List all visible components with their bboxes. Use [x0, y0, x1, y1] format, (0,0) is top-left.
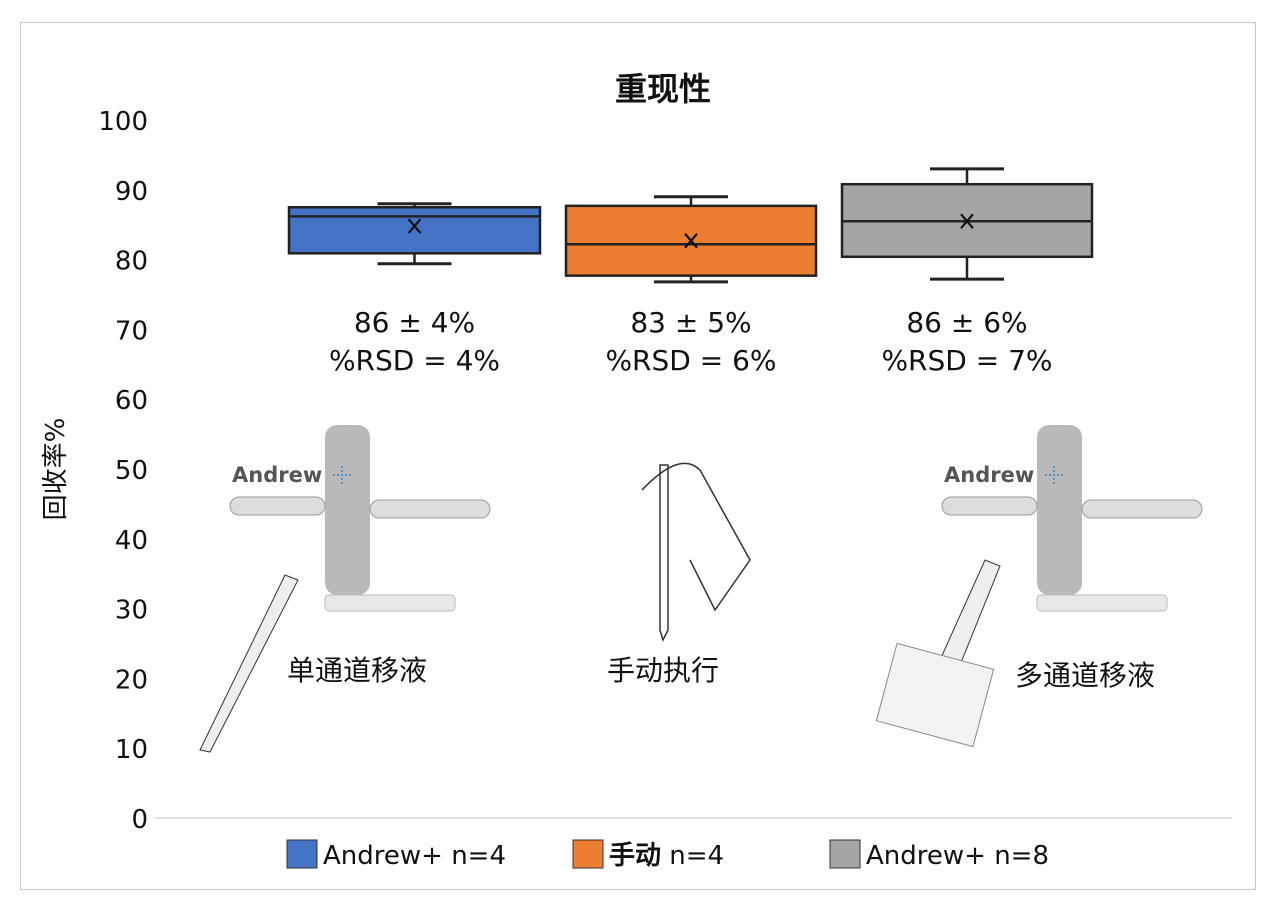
mean-marker: [960, 213, 974, 229]
stat-rsd-label: %RSD = 6%: [605, 344, 776, 377]
y-tick-label: 10: [115, 735, 148, 765]
stat-mean-label: 83 ± 5%: [630, 306, 751, 339]
single-pipette-icon: [199, 574, 299, 753]
mean-marker: [407, 218, 422, 234]
y-tick-label: 90: [115, 177, 148, 207]
legend-swatch: [829, 839, 861, 869]
single-robot-body: [325, 425, 370, 595]
illustration-label: 多通道移液: [1015, 659, 1155, 692]
logo-text: Andrew: [232, 463, 322, 487]
multi-robot-arm-right: [1081, 499, 1203, 519]
y-tick-label: 0: [131, 805, 148, 835]
y-tick-label: 70: [115, 316, 148, 346]
logo-cross-icon: [1045, 466, 1063, 484]
illustration-label: 手动执行: [607, 654, 719, 687]
hand-pipette-icon: [641, 462, 751, 643]
chart-title: 重现性: [615, 70, 711, 108]
y-tick-label: 40: [115, 526, 148, 556]
legend-swatch: [572, 839, 604, 869]
single-robot-base: [324, 594, 456, 612]
mean-marker: [684, 233, 698, 249]
box: [287, 206, 542, 255]
legend-label: Andrew+ n=4: [323, 841, 506, 871]
logo-text: Andrew: [944, 463, 1034, 487]
legend-label: 手动 n=4: [609, 841, 724, 871]
y-tick-label: 20: [115, 665, 148, 695]
illustration-label: 单通道移液: [287, 654, 427, 687]
stat-mean-label: 86 ± 6%: [906, 306, 1027, 339]
y-axis-label: 回收率%: [41, 418, 71, 521]
multi-robot-arm-left: [941, 496, 1038, 516]
single-robot-arm-right: [369, 499, 491, 519]
stat-rsd-label: %RSD = 4%: [329, 344, 500, 377]
logo-cross-icon: [333, 466, 351, 484]
multichannel-head-icon: [875, 642, 995, 748]
y-tick-label: 50: [115, 456, 148, 486]
chart-frame: [20, 22, 1256, 890]
multi-pipette-icon: [939, 559, 1001, 666]
stat-mean-label: 86 ± 4%: [354, 306, 475, 339]
multi-robot-body: [1037, 425, 1082, 595]
y-tick-label: 80: [115, 247, 148, 277]
y-tick-label: 30: [115, 596, 148, 626]
stat-rsd-label: %RSD = 7%: [881, 344, 1052, 377]
multi-robot-base: [1036, 594, 1168, 612]
legend-swatch: [286, 839, 318, 869]
y-tick-label: 60: [115, 386, 148, 416]
single-robot-arm-left: [229, 496, 326, 516]
legend-label: Andrew+ n=8: [866, 841, 1049, 871]
y-tick-label: 100: [98, 107, 148, 137]
